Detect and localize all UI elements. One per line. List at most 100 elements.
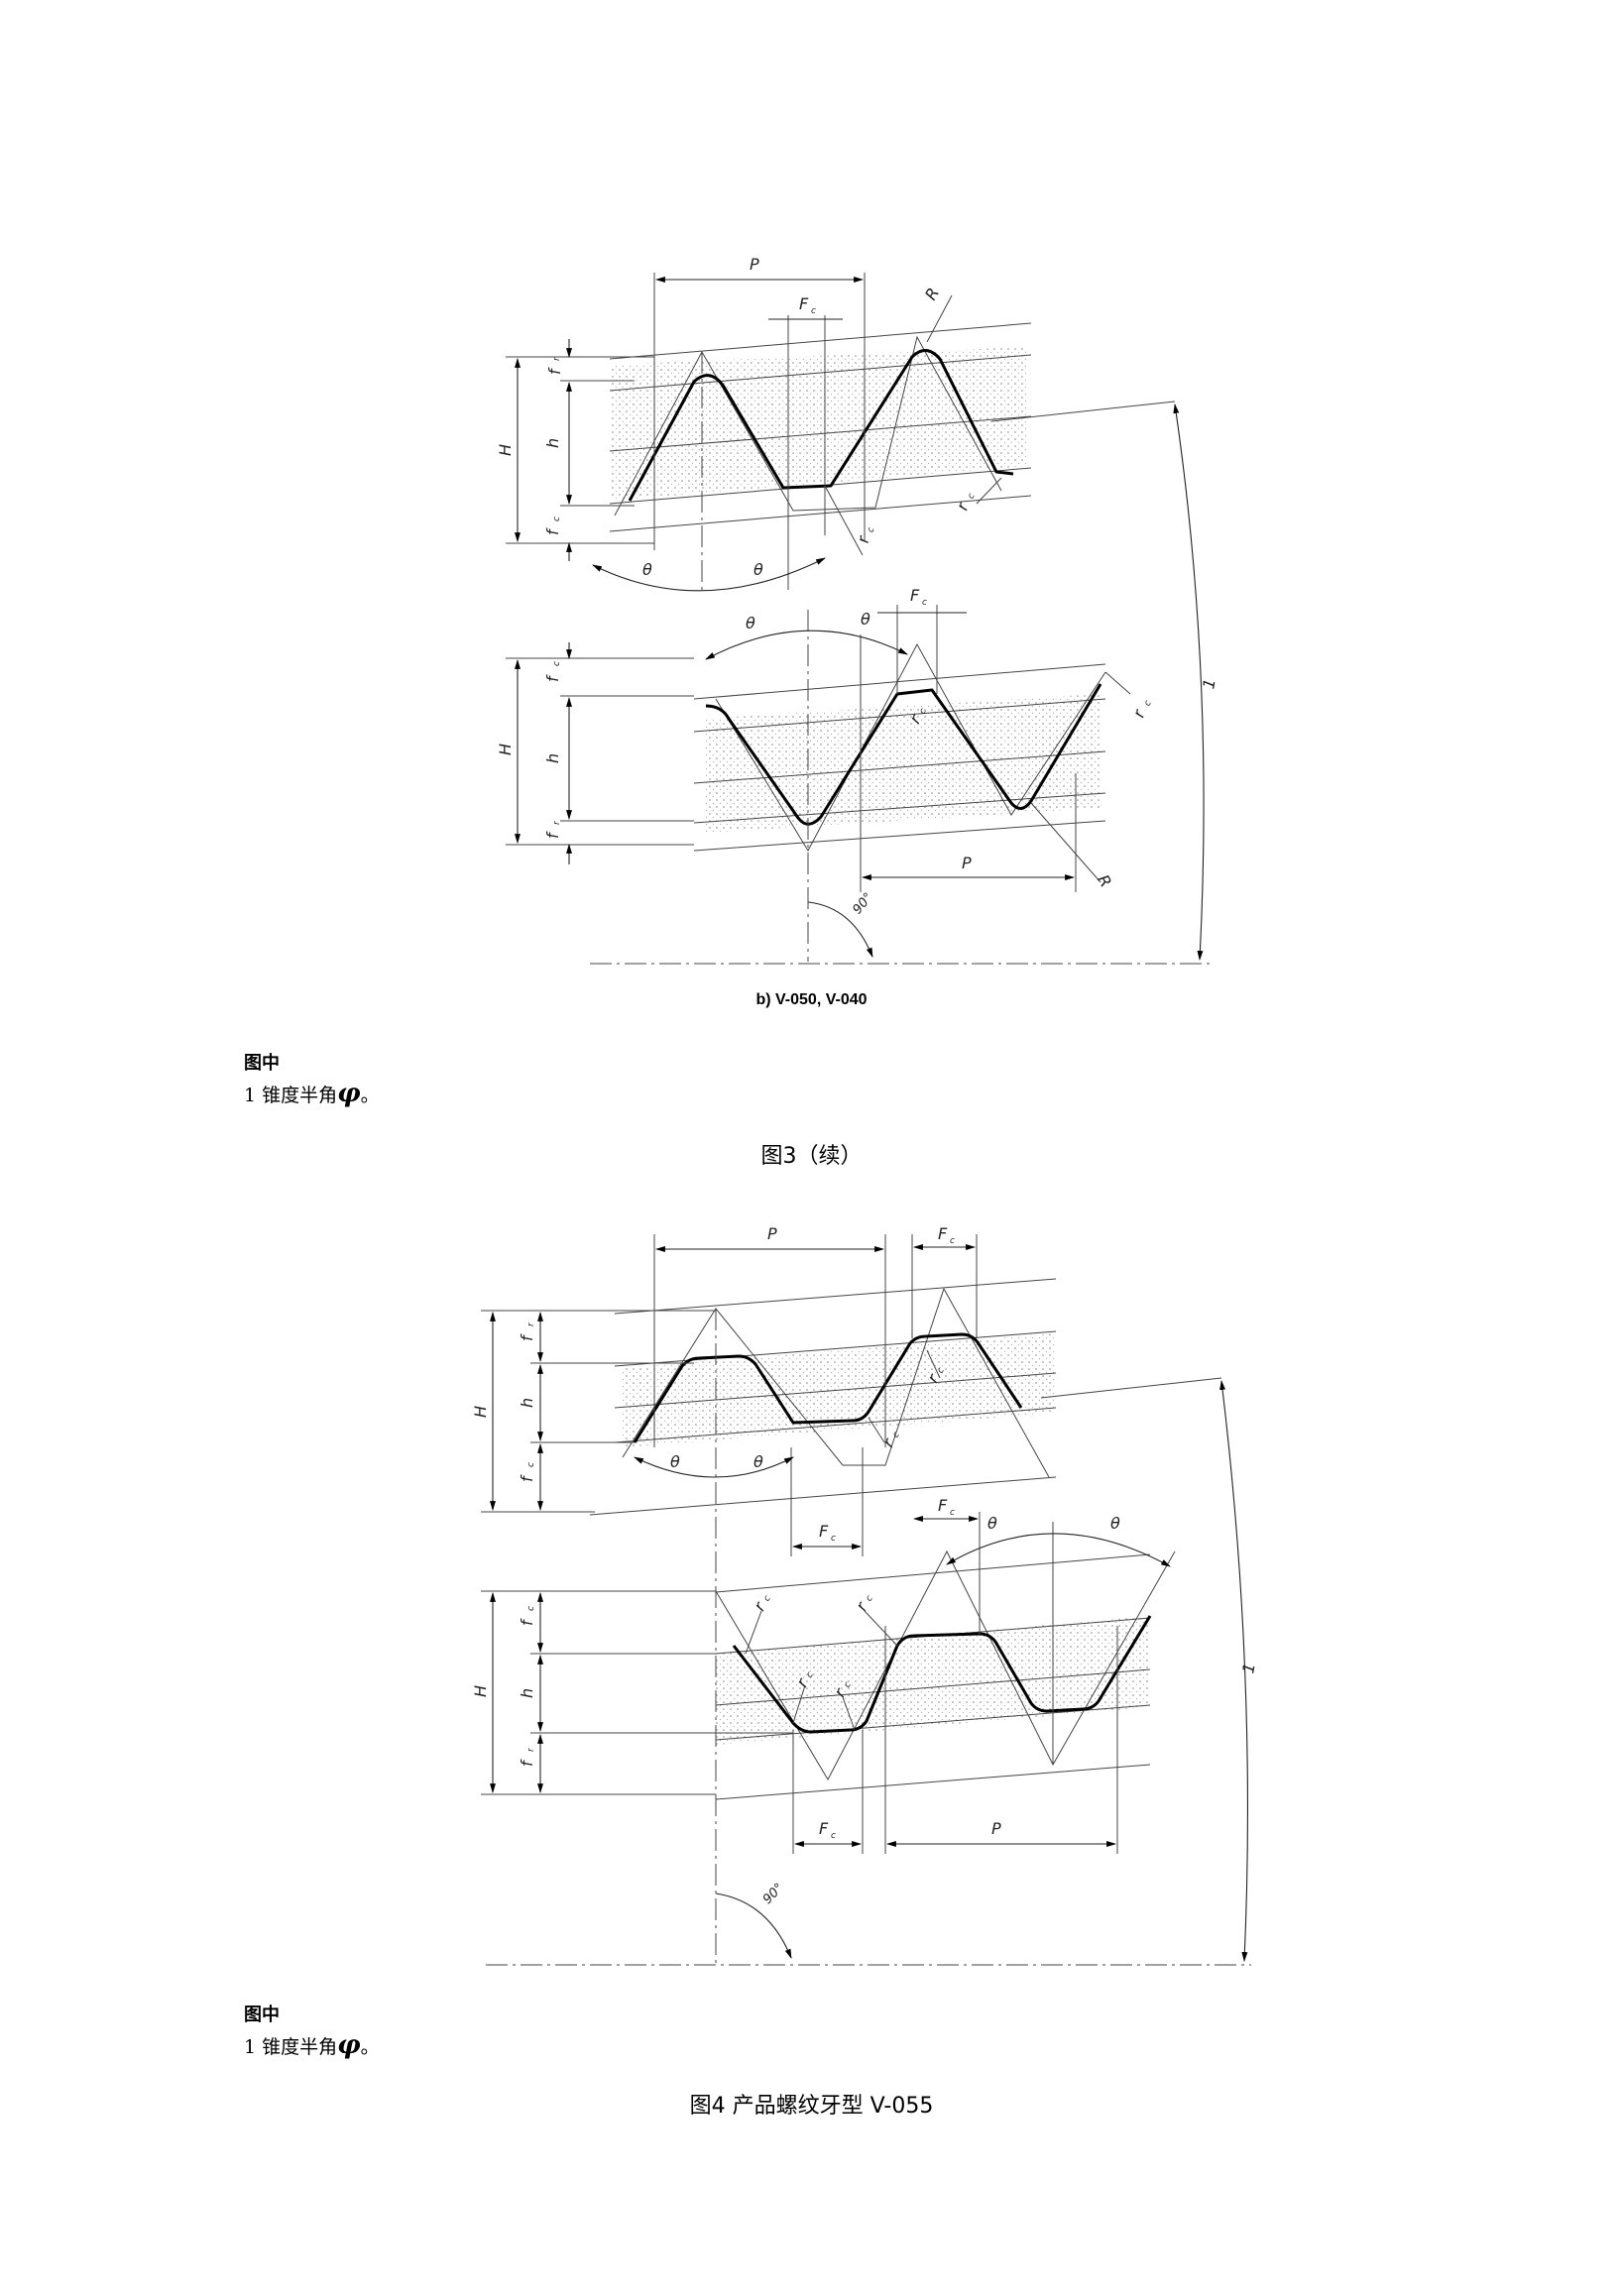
taper-line (715, 1553, 1151, 1593)
label-h: h (543, 753, 562, 763)
label-fr: f (518, 1333, 536, 1341)
label-Fc: F (910, 586, 920, 605)
key-item-punct: 。 (360, 2036, 380, 2058)
label-fr-sub: r (552, 356, 562, 361)
label-rc-sub: c (762, 1594, 773, 1603)
phi-symbol: φ (337, 1079, 361, 1108)
label-rc: r (854, 533, 873, 544)
sharp-v-profile (622, 1287, 1050, 1478)
taper-angle-line (1040, 1377, 1222, 1399)
R-leader-line-lower (1030, 802, 1101, 883)
label-theta: θ (754, 560, 763, 579)
leader-line (792, 1684, 806, 1724)
taper-line (715, 1668, 1151, 1706)
label-key-1: 1 (1199, 677, 1218, 690)
label-Fc-sub: c (950, 1236, 955, 1246)
label-R: R (1094, 871, 1115, 890)
angle-90-arc (807, 901, 873, 958)
thread-profile-lower (732, 1615, 1152, 1734)
label-Fc: F (938, 1496, 948, 1515)
label-H: H (496, 744, 515, 755)
label-fr: f (545, 367, 564, 375)
label-Fc-sub: c (950, 1508, 955, 1518)
label-P: P (767, 1224, 777, 1243)
theta-arc-lower (946, 1533, 1171, 1567)
leader-line (864, 1610, 898, 1647)
figure-3b-drawing: P F c R H f r h f c θ θ r c r c θ θ F c … (496, 255, 1219, 965)
label-H: H (471, 1685, 490, 1697)
label-Fc: F (819, 1819, 829, 1838)
label-fc: f (518, 1474, 536, 1482)
sharp-v-profile (614, 335, 1002, 517)
taper-line (614, 1278, 1057, 1315)
label-P: P (991, 1819, 1001, 1838)
label-H: H (496, 444, 515, 456)
label-rc-sub: c (891, 1431, 902, 1439)
theta-arc-upper (592, 557, 826, 592)
label-theta: θ (746, 614, 755, 632)
label-fc-sub: c (526, 1462, 536, 1467)
label-fr-sub: r (526, 1747, 536, 1752)
label-Fc: F (819, 1522, 829, 1541)
thread-profile-lower (705, 683, 1102, 826)
label-rc-sub: c (867, 526, 877, 533)
label-fc: f (543, 527, 562, 535)
label-Fc-sub: c (811, 306, 816, 316)
leader-line (926, 1349, 941, 1379)
label-P: P (962, 854, 972, 872)
thread-profile-upper (628, 349, 1014, 502)
label-key-1: 1 (1238, 1662, 1258, 1674)
taper-line (609, 415, 1032, 452)
label-fc-sub: c (526, 1606, 536, 1611)
label-fr-sub: r (552, 820, 562, 825)
label-theta: θ (861, 610, 870, 629)
label-theta: θ (670, 1452, 680, 1471)
taper-angle-arc (1219, 1380, 1248, 1962)
label-Fc: F (938, 1224, 948, 1243)
leader-line (868, 1417, 885, 1443)
shaded-band-lower (716, 1616, 1150, 1745)
R-leader-line (926, 294, 953, 343)
label-theta: θ (1110, 1514, 1120, 1533)
label-fr: f (543, 831, 562, 839)
taper-angle-arc (1173, 403, 1205, 961)
leader-line (976, 477, 1002, 505)
leader-line (824, 485, 864, 556)
label-rc-sub: c (865, 1594, 875, 1603)
label-P: P (750, 255, 759, 274)
label-rc-sub: c (936, 1366, 947, 1375)
label-angle: 90° (760, 1881, 787, 1907)
taper-line (614, 1407, 1057, 1443)
label-h: h (543, 438, 562, 448)
shaded-band-lower (704, 694, 1101, 833)
label-fr: f (518, 1759, 536, 1767)
subfigure-caption: b) V-050, V-040 (755, 991, 868, 1008)
theta-arc-lower (705, 630, 908, 660)
sharp-v-profile-lower (715, 642, 1106, 853)
key-heading: 图中 (244, 1053, 280, 1074)
label-rc-sub: c (918, 707, 929, 716)
taper-line (693, 698, 1106, 733)
label-rc-sub: c (1143, 699, 1154, 707)
sharp-v-profile-lower (715, 1550, 1176, 1781)
label-Fc-sub: c (831, 1534, 836, 1544)
label-H: H (471, 1406, 490, 1418)
label-rc-sub: c (843, 1680, 854, 1689)
label-Fc-sub: c (831, 1831, 836, 1841)
label-fc-sub: c (552, 517, 562, 521)
key-item-text: 1 锥度半角 (244, 2036, 338, 2058)
label-h: h (518, 1688, 536, 1698)
label-fc-sub: c (552, 661, 562, 666)
figure-4-caption: 图4 产品螺纹牙型 V-055 (689, 2094, 934, 2119)
key-item: 1 锥度半角φ。 (244, 2030, 380, 2060)
label-R: R (921, 285, 943, 303)
label-rc: r (1129, 706, 1150, 720)
taper-line (614, 1372, 1057, 1409)
label-rc-sub: c (967, 492, 978, 500)
leader-line (842, 1696, 856, 1731)
label-fc: f (518, 1618, 536, 1626)
key-item-punct: 。 (360, 1085, 380, 1106)
label-fr-sub: r (526, 1321, 536, 1326)
label-theta: θ (754, 1452, 763, 1471)
taper-line (693, 663, 1106, 700)
